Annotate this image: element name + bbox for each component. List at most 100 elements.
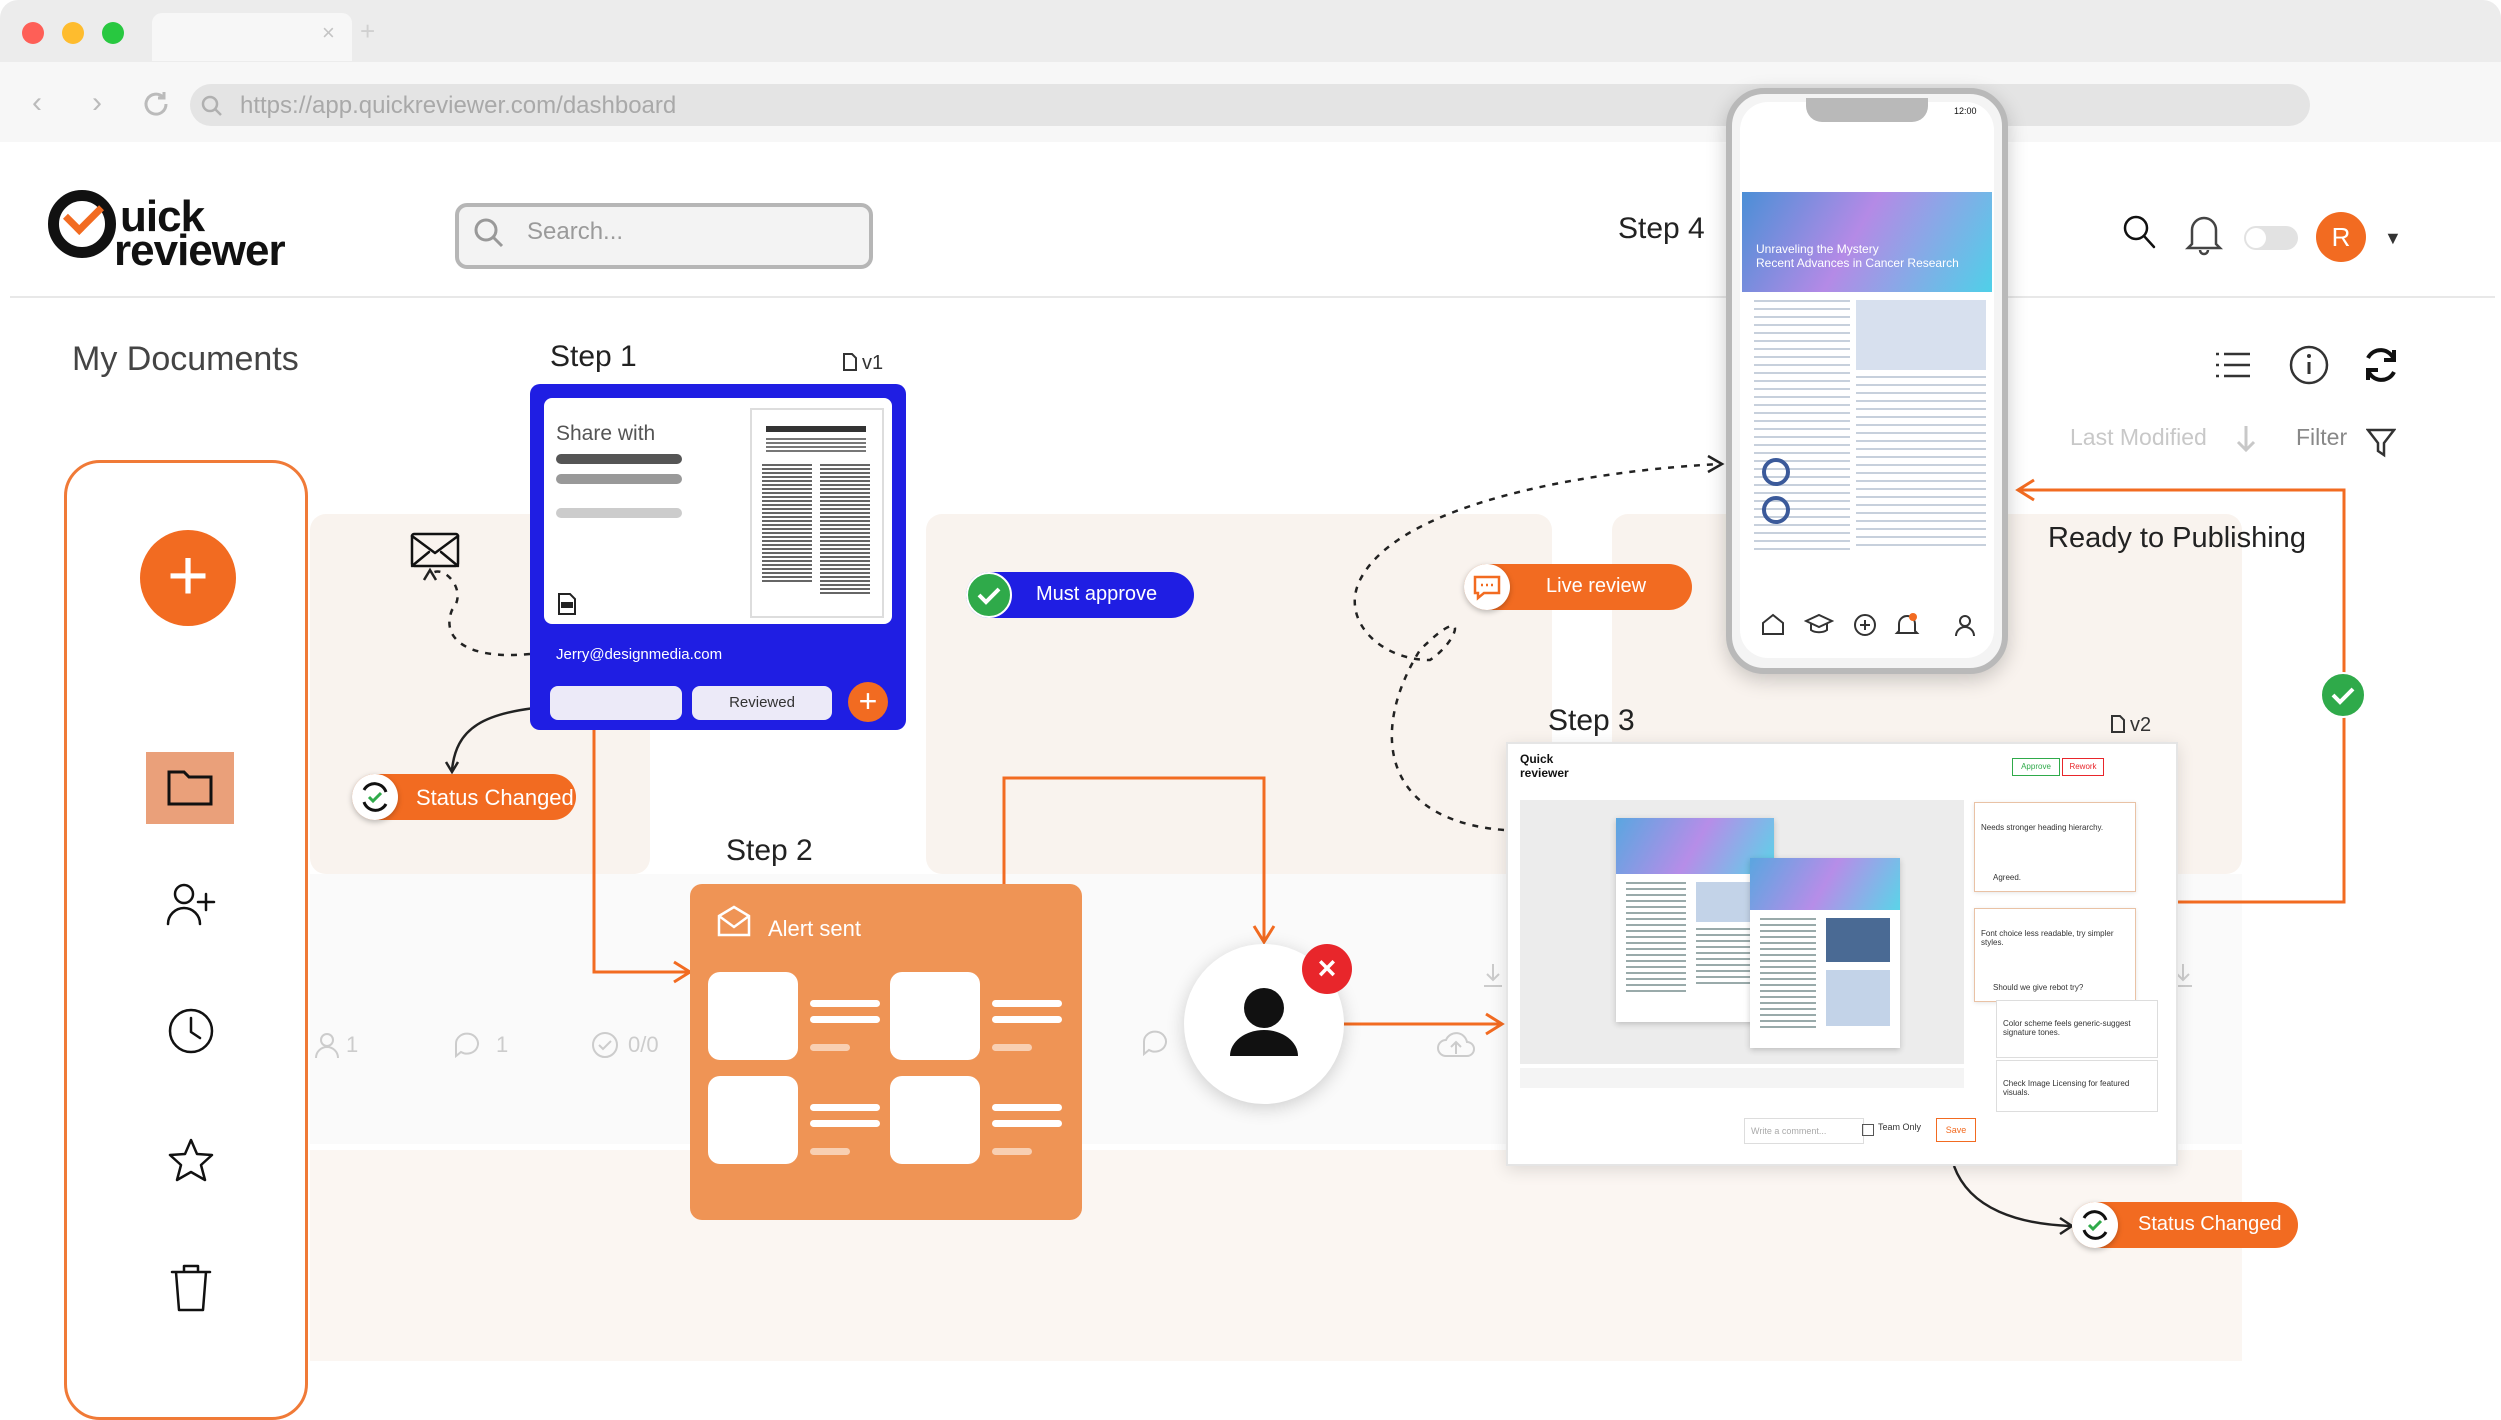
approval-stat: 0/0 bbox=[628, 1032, 659, 1057]
list-view-icon[interactable] bbox=[2214, 348, 2252, 387]
mini-rework-button[interactable]: Rework bbox=[2062, 758, 2104, 776]
user-avatar[interactable]: R bbox=[2316, 212, 2366, 262]
browser-tab[interactable] bbox=[152, 13, 352, 61]
approval-stat-icon bbox=[590, 1030, 620, 1065]
recipient-tile bbox=[890, 1076, 980, 1164]
published-check-icon bbox=[2320, 672, 2366, 718]
reviewed-button[interactable]: Reviewed bbox=[692, 686, 832, 720]
theme-toggle[interactable] bbox=[2244, 226, 2298, 250]
url-search-icon bbox=[200, 94, 224, 123]
must-approve-label: Must approve bbox=[1036, 583, 1158, 605]
phone-notch bbox=[1806, 98, 1928, 122]
page-title: My Documents bbox=[72, 340, 299, 378]
phone-bell-icon[interactable] bbox=[1894, 612, 1920, 643]
mail-open-icon bbox=[716, 904, 752, 943]
step4-label: Step 4 bbox=[1618, 212, 1705, 245]
mini-comment-reply: Agreed. bbox=[1993, 873, 2022, 882]
document-thumbnail[interactable] bbox=[750, 408, 884, 618]
refresh-icon[interactable] bbox=[2360, 344, 2402, 391]
share-input[interactable] bbox=[550, 686, 682, 720]
share-with-label: Share with bbox=[556, 422, 656, 445]
tab-close-icon[interactable]: × bbox=[322, 20, 335, 45]
recipient-tile bbox=[708, 1076, 798, 1164]
mini-comment-reply: Should we give rebot try? bbox=[1993, 983, 2084, 992]
filter-icon[interactable] bbox=[2365, 428, 2397, 463]
mini-comment-card[interactable]: Font choice less readable, try simpler s… bbox=[1974, 908, 2136, 1002]
tile-line bbox=[992, 1044, 1032, 1051]
reload-icon[interactable] bbox=[140, 88, 172, 125]
url-text: https://app.quickreviewer.com/dashboard bbox=[240, 92, 677, 119]
mini-poster bbox=[1750, 858, 1900, 1048]
mini-toolbar bbox=[1520, 1068, 1964, 1088]
status-changed-label: Status Changed bbox=[416, 785, 574, 810]
share-line bbox=[556, 454, 682, 464]
phone-add-icon[interactable] bbox=[1852, 612, 1878, 643]
phone-profile-icon[interactable] bbox=[1952, 612, 1978, 643]
minimize-window-button[interactable] bbox=[62, 22, 84, 44]
mini-comment-input[interactable]: Write a comment... bbox=[1744, 1118, 1864, 1144]
alert-sent-label: Alert sent bbox=[768, 916, 861, 941]
tile-line bbox=[810, 1044, 850, 1051]
flow-lines bbox=[422, 454, 2346, 1236]
sort-label[interactable]: Last Modified bbox=[2070, 424, 2207, 450]
sidebar-item-documents[interactable] bbox=[146, 752, 234, 824]
phone-education-icon[interactable] bbox=[1803, 612, 1835, 641]
filter-label[interactable]: Filter bbox=[2296, 424, 2348, 450]
browser-titlebar bbox=[0, 0, 2501, 62]
logo[interactable] bbox=[48, 190, 116, 258]
header-search-icon[interactable] bbox=[2122, 214, 2158, 257]
forward-icon[interactable]: › bbox=[92, 86, 102, 119]
add-reviewer-button[interactable]: + bbox=[848, 682, 888, 722]
mini-approve-button[interactable]: Approve bbox=[2012, 758, 2060, 776]
tile-line bbox=[992, 1000, 1062, 1007]
tile-line bbox=[810, 1148, 850, 1155]
logo-text-reviewer: reviewer bbox=[114, 226, 286, 275]
mini-save-button[interactable]: Save bbox=[1936, 1118, 1976, 1142]
info-icon[interactable] bbox=[2288, 344, 2330, 391]
mini-comment-text: Font choice less readable, try simpler s… bbox=[1981, 929, 2114, 947]
mini-comment-card[interactable]: Color scheme feels generic-suggest signa… bbox=[1996, 1000, 2158, 1058]
phone-home-icon[interactable] bbox=[1760, 612, 1786, 641]
document-icon bbox=[2110, 714, 2126, 739]
step1-label: Step 1 bbox=[550, 340, 637, 373]
tile-line bbox=[810, 1016, 880, 1023]
approve-check-icon bbox=[966, 572, 1012, 618]
mini-comment-text: Check Image Licensing for featured visua… bbox=[2003, 1079, 2130, 1097]
sidebar-item-add-user[interactable] bbox=[164, 880, 218, 935]
phone-time: 12:00 bbox=[1954, 106, 1977, 116]
search-placeholder: Search... bbox=[527, 218, 624, 245]
mini-comment-card[interactable]: Needs stronger heading hierarchy. Agreed… bbox=[1974, 802, 2136, 892]
phone-poster-title: Unraveling the Mystery bbox=[1756, 242, 1879, 256]
back-icon[interactable]: ‹ bbox=[32, 86, 42, 119]
version-label: v1 bbox=[862, 352, 884, 374]
users-stat: 1 bbox=[346, 1032, 359, 1057]
tile-line bbox=[992, 1016, 1062, 1023]
phone-poster-subtitle: Recent Advances in Cancer Research bbox=[1756, 256, 1959, 270]
version-label: v2 bbox=[2130, 714, 2152, 736]
maximize-window-button[interactable] bbox=[102, 22, 124, 44]
sidebar-item-starred[interactable] bbox=[166, 1136, 216, 1191]
tile-line bbox=[992, 1104, 1062, 1111]
ready-publishing-label: Ready to Publishing bbox=[2048, 522, 2306, 554]
close-window-button[interactable] bbox=[22, 22, 44, 44]
tile-line bbox=[810, 1104, 880, 1111]
team-only-label: Team Only bbox=[1878, 1122, 1922, 1132]
search-input[interactable] bbox=[455, 203, 873, 269]
sidebar-item-trash[interactable] bbox=[168, 1262, 214, 1319]
sort-down-icon[interactable] bbox=[2234, 424, 2258, 459]
new-tab-icon[interactable]: + bbox=[360, 16, 376, 46]
add-document-button[interactable]: + bbox=[140, 530, 236, 626]
bg-card-row-2 bbox=[310, 1150, 2242, 1361]
recipient-tile bbox=[708, 972, 798, 1060]
step2-label: Step 2 bbox=[726, 834, 813, 867]
team-only-checkbox[interactable] bbox=[1862, 1124, 1874, 1136]
sidebar-item-recent[interactable] bbox=[166, 1006, 216, 1061]
notification-bell-icon[interactable] bbox=[2184, 212, 2224, 261]
search-icon bbox=[472, 216, 506, 255]
download-icon bbox=[1482, 962, 1504, 993]
pdf-file-icon bbox=[556, 592, 578, 621]
avatar-dropdown-icon[interactable]: ▼ bbox=[2384, 228, 2402, 248]
mini-comment-card[interactable]: Check Image Licensing for featured visua… bbox=[1996, 1060, 2158, 1112]
step3-label: Step 3 bbox=[1548, 704, 1635, 737]
mini-comment-text: Needs stronger heading hierarchy. bbox=[1981, 823, 2104, 832]
